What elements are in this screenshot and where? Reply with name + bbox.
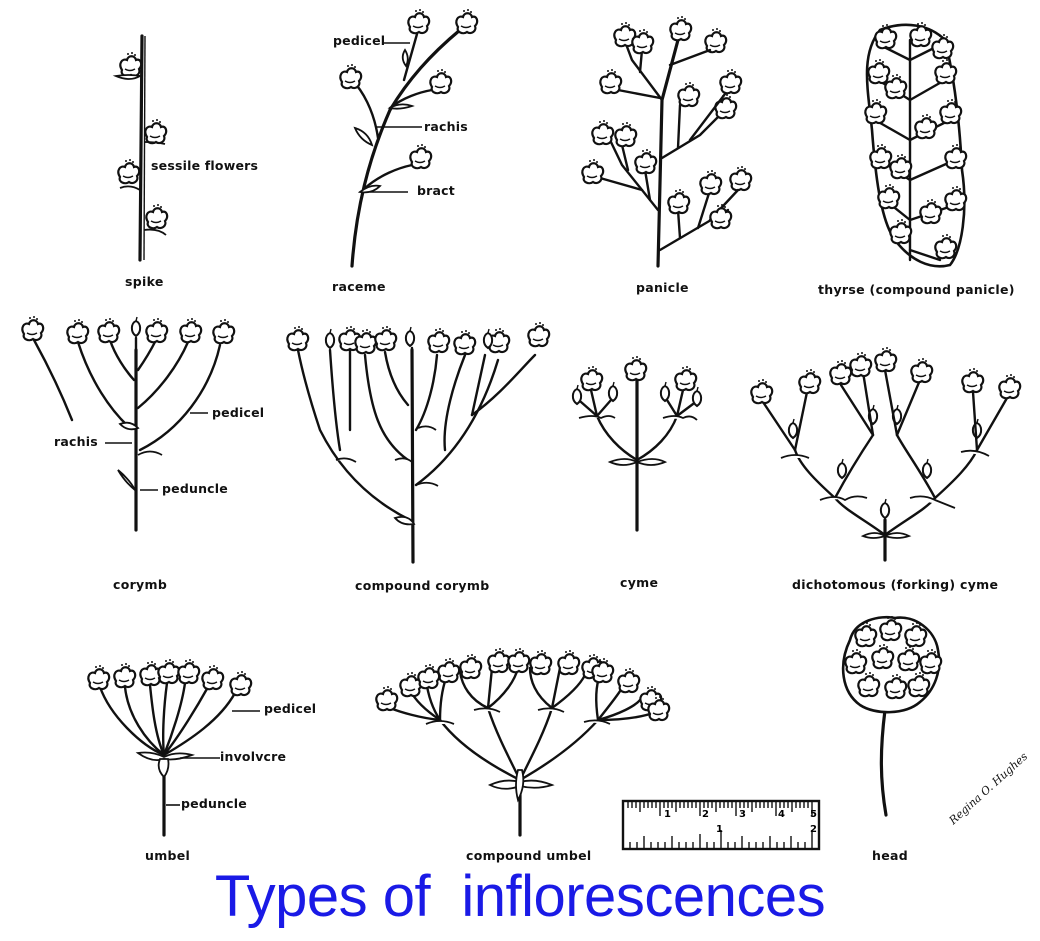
label-pedicel: pedicel (264, 701, 317, 716)
dichotomous-cyme-illustration (750, 345, 1022, 562)
label-bract: bract (417, 183, 455, 198)
ruler-mark-5: 5 (810, 809, 817, 820)
corymb-illustration (21, 314, 236, 532)
ruler-mark-4: 4 (778, 809, 785, 820)
caption-cyme: cyme (620, 575, 659, 590)
label-rachis: rachis (424, 119, 468, 134)
caption-compound-umbel: compound umbel (466, 848, 592, 863)
caption-raceme: raceme (332, 279, 386, 294)
ruler-mark-2: 2 (702, 809, 709, 820)
caption-spike: spike (125, 274, 164, 289)
label-rachis: rachis (54, 434, 98, 449)
panicle-illustration (581, 14, 753, 268)
label-involucre: involvcre (220, 749, 287, 764)
umbel-illustration (87, 657, 260, 837)
label-pedicel: pedicel (333, 33, 386, 48)
raceme-illustration (339, 7, 479, 268)
ruler-mark-1: 1 (664, 809, 671, 820)
caption-corymb: corymb (113, 577, 168, 592)
spike-illustration (112, 34, 169, 262)
caption-umbel: umbel (145, 848, 191, 863)
caption-head: head (872, 848, 908, 863)
label-sessile-flowers: sessile flowers (151, 158, 259, 173)
ruler-mark-3: 3 (739, 809, 746, 820)
ruler-mark-bottom-2: 2 (810, 824, 817, 835)
compound-umbel-illustration (375, 646, 671, 837)
caption-dichotomous-cyme: dichotomous (forking) cyme (792, 577, 999, 592)
compound-corymb-illustration (286, 320, 551, 564)
ruler-illustration (621, 799, 821, 851)
label-pedicel: pedicel (212, 405, 265, 420)
caption-panicle: panicle (636, 280, 689, 295)
label-peduncle: peduncle (162, 481, 228, 496)
thyrse-illustration (864, 20, 968, 268)
cyme-illustration (571, 354, 703, 532)
ruler-mark-bottom-1: 1 (716, 824, 723, 835)
page-title: Types of inflorescences (214, 864, 826, 929)
head-illustration (841, 614, 943, 817)
label-peduncle: peduncle (181, 796, 247, 811)
caption-compound-corymb: compound corymb (355, 578, 490, 593)
caption-thyrse: thyrse (compound panicle) (818, 282, 1015, 297)
